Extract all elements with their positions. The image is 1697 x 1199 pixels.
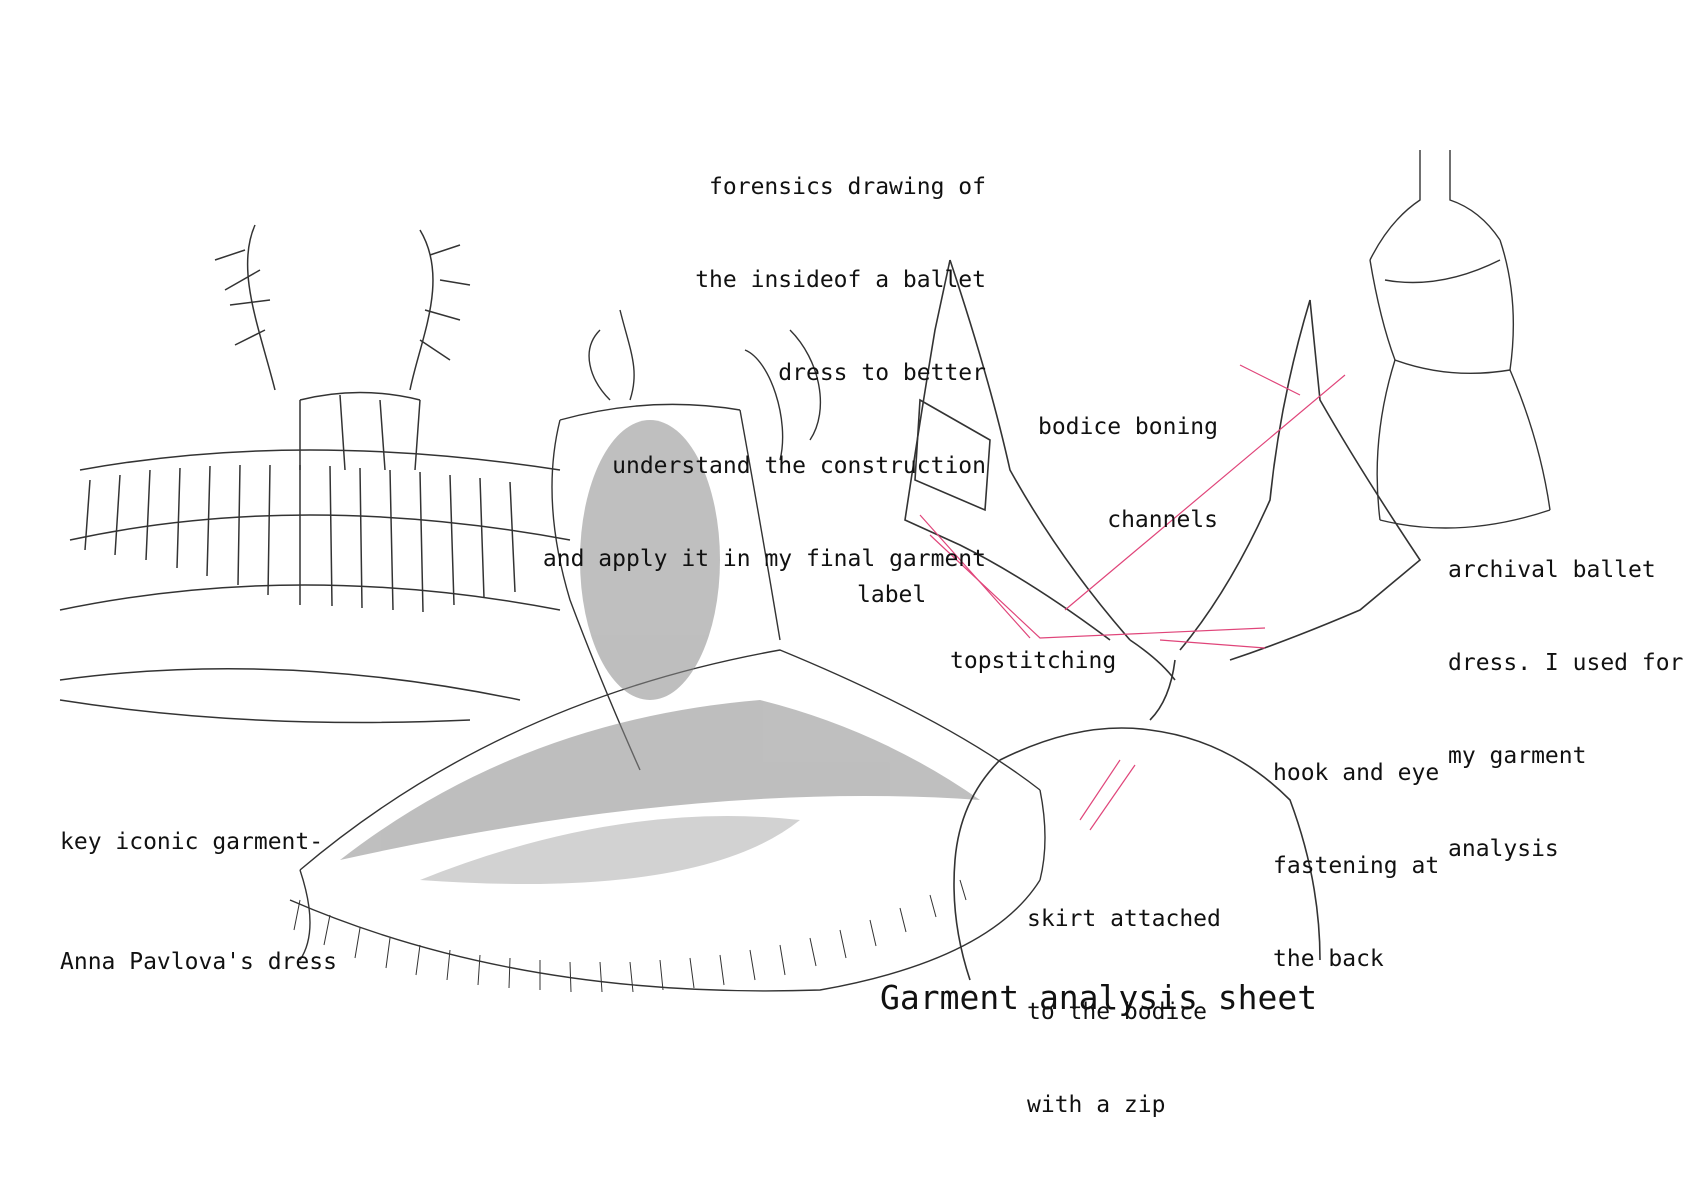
- sheet-title: Garment analysis sheet: [880, 978, 1318, 1017]
- intro-line: dress to better: [778, 360, 986, 386]
- annotation-leader-lines: [919, 364, 1346, 831]
- hook-line: hook and eye: [1273, 760, 1440, 786]
- archival-line: archival ballet: [1448, 557, 1656, 583]
- intro-line: the insideof a ballet: [695, 267, 986, 293]
- archival-dress-caption: archival ballet dress. I used for my gar…: [1448, 493, 1683, 896]
- bodice-line: bodice boning: [1037, 414, 1218, 440]
- skirt-line: with a zip: [1027, 1092, 1166, 1118]
- bodice-interior-sketch: [904, 259, 1422, 981]
- iconic-line: Anna Pavlova's dress: [60, 949, 337, 975]
- pavlova-skirt-hem: [293, 879, 967, 993]
- label-annotation: label: [857, 582, 927, 608]
- archival-line: dress. I used for: [1448, 650, 1684, 676]
- iconic-line: key iconic garment-: [60, 829, 324, 855]
- bodice-boning-label: bodice boning channels: [1000, 350, 1218, 567]
- intro-line: understand the construction: [612, 453, 986, 479]
- archival-dress-sketch: [1369, 150, 1551, 529]
- skirt-zip-label: skirt attached to the bodice with a zip: [1027, 842, 1221, 1152]
- intro-line: forensics drawing of: [709, 174, 986, 200]
- pavlova-dress-back-sketch: [59, 224, 571, 724]
- intro-caption: forensics drawing of the insideof a ball…: [520, 110, 986, 606]
- hook-and-eye-label: hook and eye fastening at the back: [1273, 696, 1439, 1006]
- bodice-line: channels: [1107, 507, 1218, 533]
- archival-line: my garment: [1448, 743, 1587, 769]
- topstitching-annotation: topstitching: [950, 648, 1117, 674]
- hook-line: the back: [1273, 946, 1384, 972]
- hook-line: fastening at: [1273, 853, 1440, 879]
- intro-line: and apply it in my final garment: [542, 546, 986, 572]
- iconic-garment-caption: key iconic garment- Anna Pavlova's dress: [60, 742, 337, 1022]
- skirt-line: skirt attached: [1027, 906, 1221, 932]
- pavlova-feathers-shading: [340, 420, 980, 884]
- archival-line: analysis: [1448, 836, 1559, 862]
- skirt-line: to the bodice: [1027, 999, 1208, 1025]
